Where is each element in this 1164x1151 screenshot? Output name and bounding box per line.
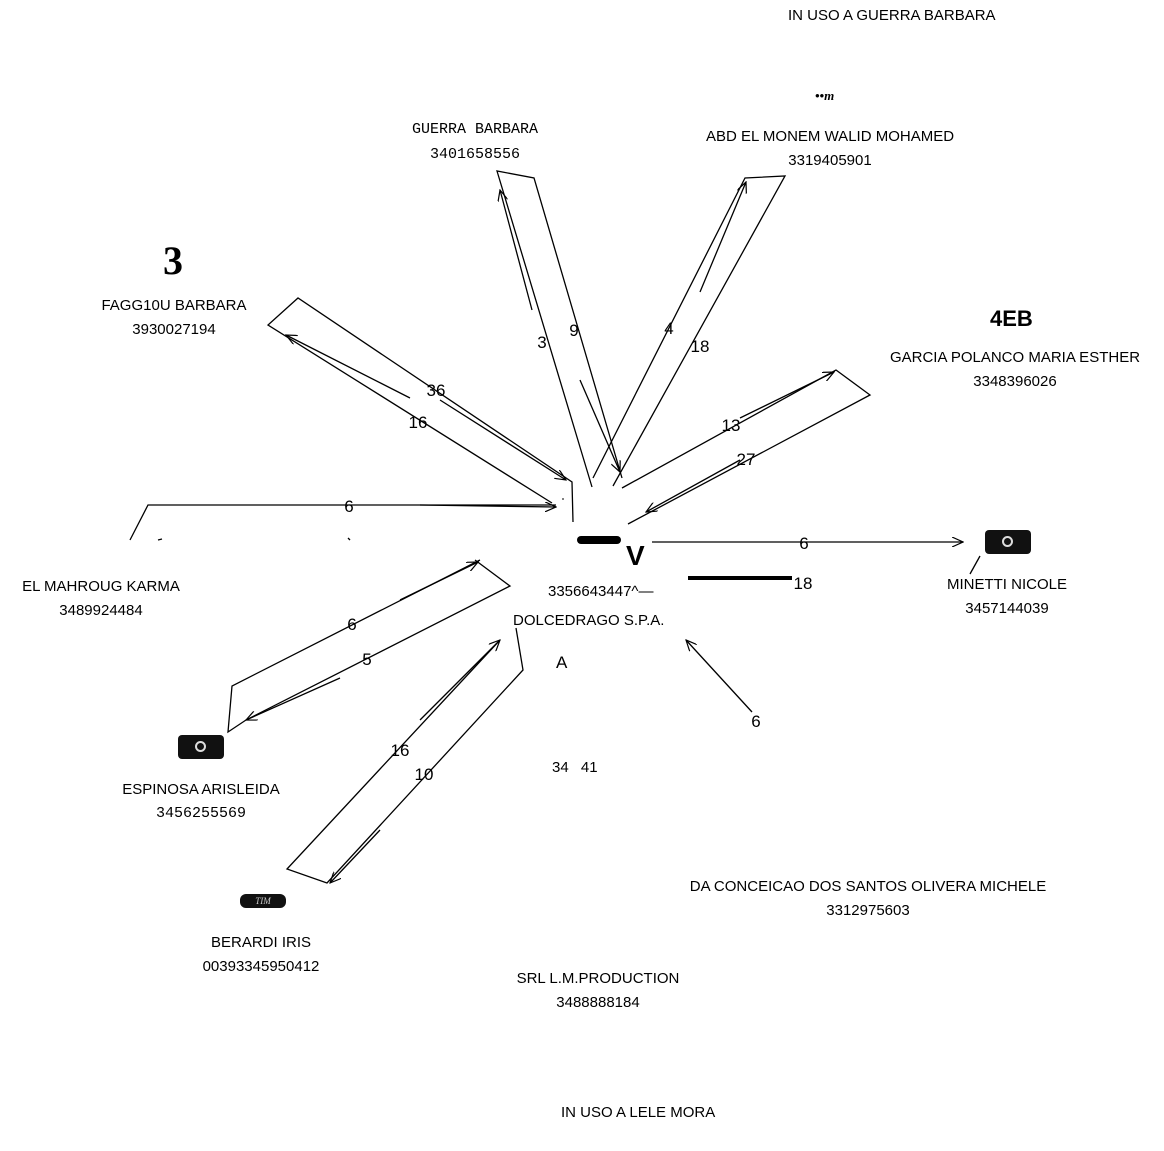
contact-name: SRL L.M.PRODUCTION bbox=[516, 970, 680, 987]
contact-garcia: GARCIA POLANCO MARIA ESTHER 3348396026 bbox=[869, 348, 1161, 391]
contact-elmahroug: EL MAHROUG KARMA 3489924484 bbox=[6, 577, 196, 620]
header-bottom: IN USO A LELE MORA bbox=[561, 1104, 716, 1121]
eb-mark: 4EB bbox=[990, 306, 1033, 331]
contact-number: 3488888184 bbox=[556, 994, 640, 1011]
contact-abd: ABD EL MONEM WALID MOHAMED 3319405901 bbox=[683, 127, 977, 170]
contact-fagg: FAGG10U BARBARA 3930027194 bbox=[84, 296, 264, 339]
count-fagg-out: 16 bbox=[409, 413, 428, 432]
contact-berardi: BERARDI IRIS 00393345950412 bbox=[174, 933, 348, 976]
count-guerra-out: 9 bbox=[569, 321, 578, 340]
center-letter: A bbox=[556, 653, 568, 672]
contact-name: ESPINOSA ARISLEIDA bbox=[122, 781, 280, 798]
contact-number: 3456255569 bbox=[155, 805, 246, 822]
contact-number: 3930027194 bbox=[132, 321, 216, 338]
edge-berardi bbox=[285, 627, 524, 883]
edge-guerra bbox=[496, 170, 623, 488]
count-fagg-in: 36 bbox=[427, 381, 446, 400]
phone-label: TIM bbox=[255, 896, 271, 906]
phone-icon-berardi: TIM bbox=[240, 894, 286, 908]
center-mark: V bbox=[626, 540, 645, 571]
contact-number: 3312975603 bbox=[826, 902, 910, 919]
contact-minetti: MINETTI NICOLE 3457144039 bbox=[932, 575, 1082, 618]
contact-name: MINETTI NICOLE bbox=[946, 576, 1067, 593]
center-name: DOLCEDRAGO S.P.A. bbox=[513, 612, 665, 629]
edge-minetti bbox=[652, 542, 981, 575]
count-garcia-in: 13 bbox=[722, 416, 741, 435]
contact-name: GARCIA POLANCO MARIA ESTHER bbox=[889, 349, 1141, 366]
contact-name: DA CONCEICAO DOS SANTOS OLIVERA MICHELE bbox=[689, 878, 1047, 895]
contact-number: 3401658556 bbox=[429, 146, 520, 163]
count-guerra-in: 3 bbox=[537, 333, 546, 352]
contact-number: 3489924484 bbox=[59, 602, 143, 619]
count-right-bar: 18 bbox=[794, 574, 813, 593]
m-mark: ••m bbox=[815, 88, 835, 103]
center-fragment: 34 41 bbox=[552, 759, 598, 776]
center-number: 3356643447^— bbox=[548, 583, 654, 600]
header-top: IN USO A GUERRA BARBARA bbox=[788, 7, 996, 24]
count-garcia-out: 27 bbox=[737, 450, 756, 469]
edge-fagg bbox=[266, 297, 574, 523]
edge-lower-right bbox=[686, 640, 753, 713]
count-abd-in: 4 bbox=[664, 319, 673, 338]
contact-number: 3348396026 bbox=[973, 373, 1057, 390]
contact-srl: SRL L.M.PRODUCTION 3488888184 bbox=[500, 969, 696, 1012]
contact-name: BERARDI IRIS bbox=[210, 934, 312, 951]
edge-garcia bbox=[621, 369, 872, 525]
phone-icon-minetti bbox=[985, 530, 1031, 554]
contact-number: 3457144039 bbox=[965, 600, 1049, 617]
edge-abd bbox=[592, 175, 787, 487]
right-bar bbox=[688, 576, 792, 580]
contact-name: GUERRA BARBARA bbox=[411, 121, 539, 138]
contact-espinosa: ESPINOSA ARISLEIDA 3456255569 bbox=[106, 780, 296, 823]
edge-espinosa bbox=[227, 559, 512, 734]
count-lower-right: 6 bbox=[751, 712, 760, 731]
contact-name: ABD EL MONEM WALID MOHAMED bbox=[705, 128, 955, 145]
count-minetti: 6 bbox=[799, 534, 808, 553]
contact-name: FAGG10U BARBARA bbox=[101, 297, 247, 314]
contact-da-conceicao: DA CONCEICAO DOS SANTOS OLIVERA MICHELE … bbox=[658, 877, 1078, 920]
edge-elmahroug bbox=[129, 505, 556, 541]
three-mark: 3 bbox=[163, 238, 183, 283]
center-phone-bar bbox=[577, 536, 621, 544]
contact-guerra: GUERRA BARBARA 3401658556 bbox=[395, 120, 555, 164]
contact-number: 3319405901 bbox=[788, 152, 872, 169]
count-berardi-out: 10 bbox=[415, 765, 434, 784]
count-abd-out: 18 bbox=[691, 337, 710, 356]
phone-icon-espinosa bbox=[178, 735, 224, 759]
count-berardi-in: 16 bbox=[391, 741, 410, 760]
count-espinosa-in: 6 bbox=[347, 615, 356, 634]
contact-number: 00393345950412 bbox=[202, 958, 320, 975]
count-elmahroug: 6 bbox=[344, 497, 353, 516]
count-espinosa-out: 5 bbox=[362, 650, 371, 669]
contact-name: EL MAHROUG KARMA bbox=[22, 578, 180, 595]
